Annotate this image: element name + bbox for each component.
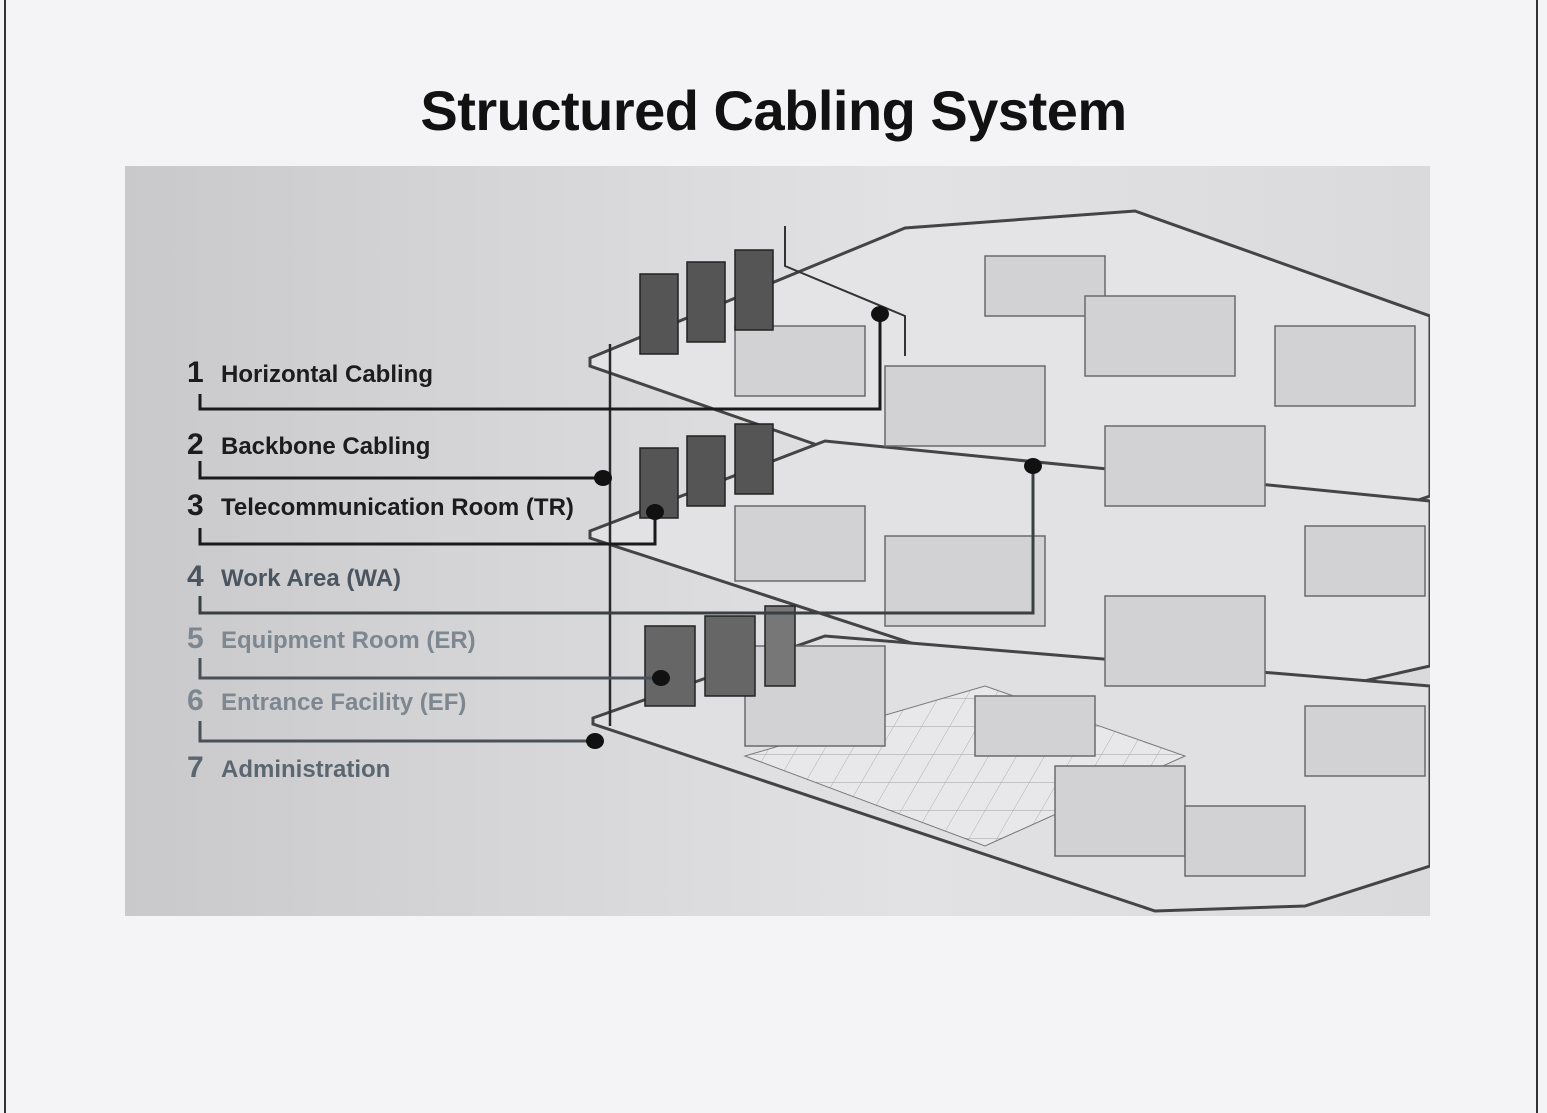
legend-item-telecommunication-room: 3 Telecommunication Room (TR) bbox=[187, 489, 574, 523]
legend-number: 7 bbox=[187, 751, 204, 784]
leader-line-5 bbox=[198, 658, 661, 680]
legend-label: Backbone Cabling bbox=[221, 433, 431, 460]
leader-line-4 bbox=[198, 466, 1035, 615]
legend-number: 3 bbox=[187, 489, 204, 522]
legend-item-work-area: 4 Work Area (WA) bbox=[187, 560, 401, 594]
legend-item-equipment-room: 5 Equipment Room (ER) bbox=[187, 622, 476, 656]
legend-label: Equipment Room (ER) bbox=[221, 627, 476, 654]
rack-icon bbox=[686, 435, 726, 507]
leader-lines bbox=[198, 314, 1035, 743]
leader-line-3 bbox=[198, 512, 657, 546]
legend-number: 4 bbox=[187, 560, 204, 593]
endpoint-dot bbox=[594, 470, 612, 486]
cubicle-walls bbox=[734, 255, 1426, 877]
leader-line-6 bbox=[198, 721, 595, 743]
endpoint-dot bbox=[652, 670, 670, 686]
legend-label: Telecommunication Room (TR) bbox=[221, 494, 574, 521]
legend-item-horizontal-cabling: 1 Horizontal Cabling bbox=[187, 356, 433, 390]
endpoint-dot bbox=[871, 306, 889, 322]
leader-line-1 bbox=[198, 314, 882, 411]
rack-icon bbox=[686, 261, 726, 343]
equipment-cabinet-icon bbox=[644, 625, 696, 707]
legend-number: 5 bbox=[187, 622, 204, 655]
rack-icon bbox=[639, 273, 679, 355]
equipment-cabinet-icon bbox=[764, 605, 796, 687]
leader-endpoints bbox=[586, 306, 1042, 749]
endpoint-dot bbox=[1024, 458, 1042, 474]
rack-icon bbox=[639, 447, 679, 519]
building-illustration bbox=[198, 209, 1430, 913]
cable-tray bbox=[784, 226, 906, 356]
endpoint-dot bbox=[646, 504, 664, 520]
legend-item-entrance-facility: 6 Entrance Facility (EF) bbox=[187, 684, 466, 718]
equipment-cabinet-icon bbox=[704, 615, 756, 697]
rack-icon bbox=[734, 249, 774, 331]
leader-line-2 bbox=[198, 461, 603, 480]
legend-label: Administration bbox=[221, 756, 391, 783]
rack-icon bbox=[734, 423, 774, 495]
legend-label: Horizontal Cabling bbox=[221, 361, 433, 388]
page-border bbox=[4, 0, 1538, 1113]
legend-item-administration: 7 Administration bbox=[187, 751, 390, 785]
legend-item-backbone-cabling: 2 Backbone Cabling bbox=[187, 428, 430, 462]
legend-label: Work Area (WA) bbox=[221, 565, 402, 592]
page-title: Structured Cabling System bbox=[420, 79, 1127, 142]
legend-number: 2 bbox=[187, 428, 204, 461]
telecom-rack-icons bbox=[639, 249, 796, 707]
legend-label: Entrance Facility (EF) bbox=[221, 689, 467, 716]
legend-number: 1 bbox=[187, 356, 204, 389]
legend-number: 6 bbox=[187, 684, 204, 717]
endpoint-dot bbox=[586, 733, 604, 749]
